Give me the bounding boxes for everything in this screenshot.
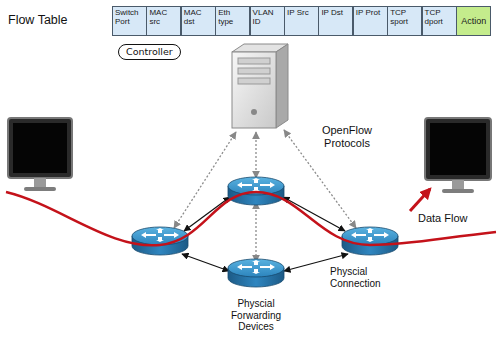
table-header-cell: IP Src [284,6,319,36]
data-flow-arrow [410,189,430,211]
router-icon [132,227,188,255]
table-header-cell: VLAN ID [250,6,285,36]
table-header-cell: IP Dst [318,6,353,36]
node-text: Controller [126,46,173,57]
openflow-link [174,130,356,262]
table-header-cell: Eth type [215,6,250,36]
table-header-cell: MAC src [146,6,181,36]
host-monitor [8,118,72,191]
host-monitor [425,118,491,193]
annotation-label: Physcial Connection [330,266,386,289]
annotation-label: OpenFlow Protocols [316,124,378,149]
table-header-cell: IP Prot [353,6,388,36]
router-icon [228,259,284,287]
controller-tag: Controller [118,44,181,60]
table-header-cell: Switch Port [112,6,147,36]
table-title: Flow Table [8,13,68,27]
data-flow-path [6,192,496,245]
table-header-cell: TCP sport [387,6,422,36]
table-action-cell: Action [456,6,491,36]
table-header-cell: MAC dst [181,6,216,36]
annotation-label: Physcial Forwarding Devices [226,298,286,333]
annotation-label: Data Flow [418,212,468,225]
table-header-cell: TCP dport [422,6,457,36]
controller-server [232,44,288,128]
